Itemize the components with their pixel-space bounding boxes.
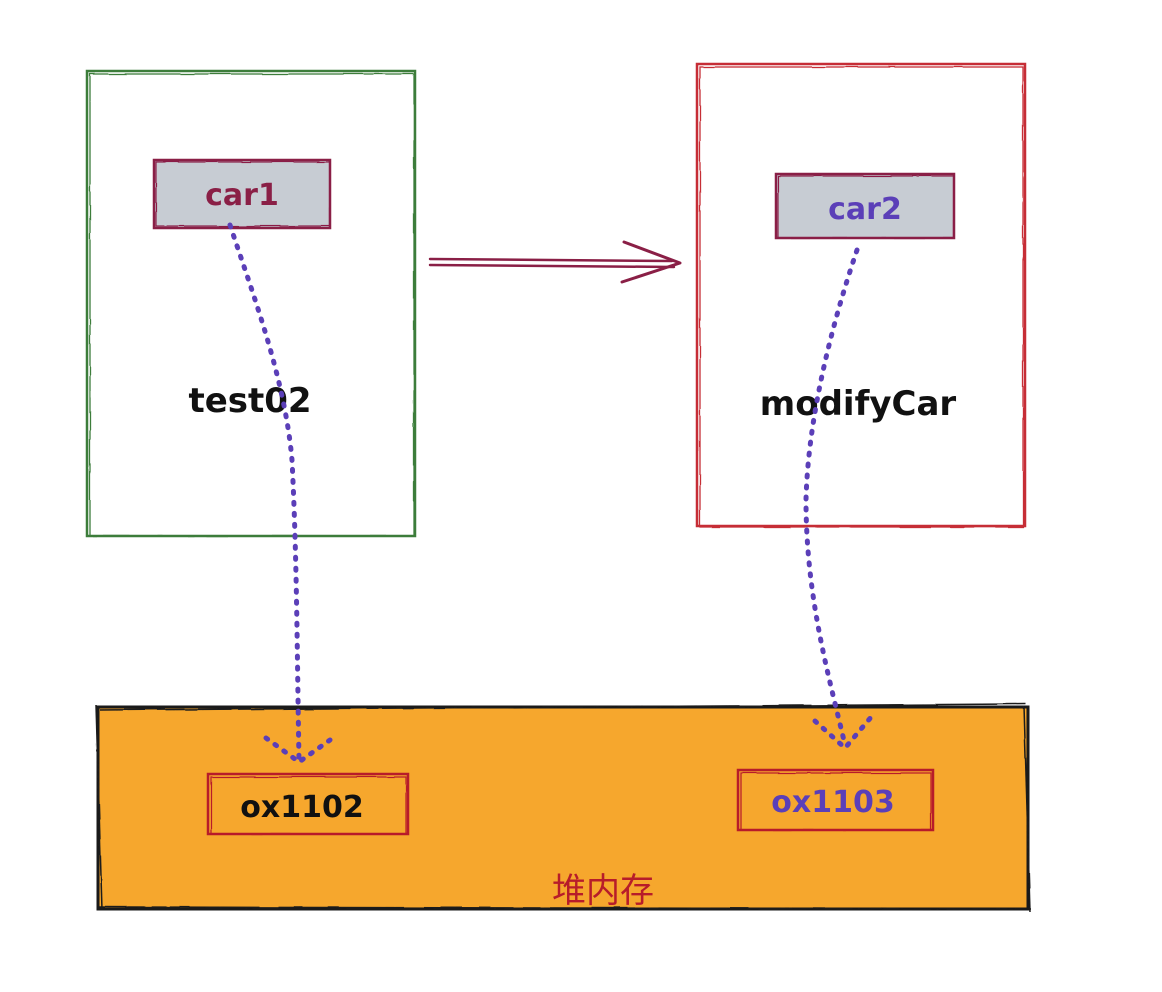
heap-object-address: ox1102 (240, 790, 363, 825)
caller-frame-rect (85, 69, 417, 538)
callee-variable-label: car2 (828, 192, 902, 227)
heap-rect (96, 705, 1030, 911)
callee-frame-rect-sketch (699, 66, 1024, 528)
callee-frame: car2 modifyCar (695, 62, 1027, 528)
car1-pointer-head (263, 735, 333, 766)
call-arrow-head (620, 240, 682, 284)
heap-object-box-sketch (210, 776, 407, 835)
heap-rect-sketch (95, 703, 1032, 913)
heap-object-box-sketch (740, 772, 932, 831)
caller-variable-label: car1 (205, 178, 279, 213)
callee-method-name: modifyCar (760, 384, 957, 424)
car1-pointer (227, 222, 333, 766)
caller-variable-box (152, 158, 332, 230)
heap-object-2: ox1103 (736, 768, 935, 832)
heap-object-address: ox1103 (771, 785, 894, 820)
call-arrow-shaft (428, 257, 676, 269)
caller-frame: car1 test02 (85, 69, 417, 538)
callee-variable-box-sketch (777, 175, 955, 239)
caller-method-name: test02 (188, 381, 311, 421)
car2-pointer-head (812, 713, 875, 752)
caller-variable-box-sketch (155, 161, 331, 227)
heap-label: 堆内存 (552, 871, 654, 911)
heap-area (95, 703, 1032, 913)
car2-pointer (803, 247, 875, 752)
car1-pointer-line (227, 222, 302, 763)
caller-frame-rect-sketch (89, 73, 415, 537)
callee-frame-rect (695, 62, 1027, 528)
heap-object-1: ox1102 (206, 772, 410, 836)
call-arrow (428, 240, 682, 284)
car2-pointer-line (803, 247, 860, 748)
callee-variable-box (774, 172, 956, 240)
